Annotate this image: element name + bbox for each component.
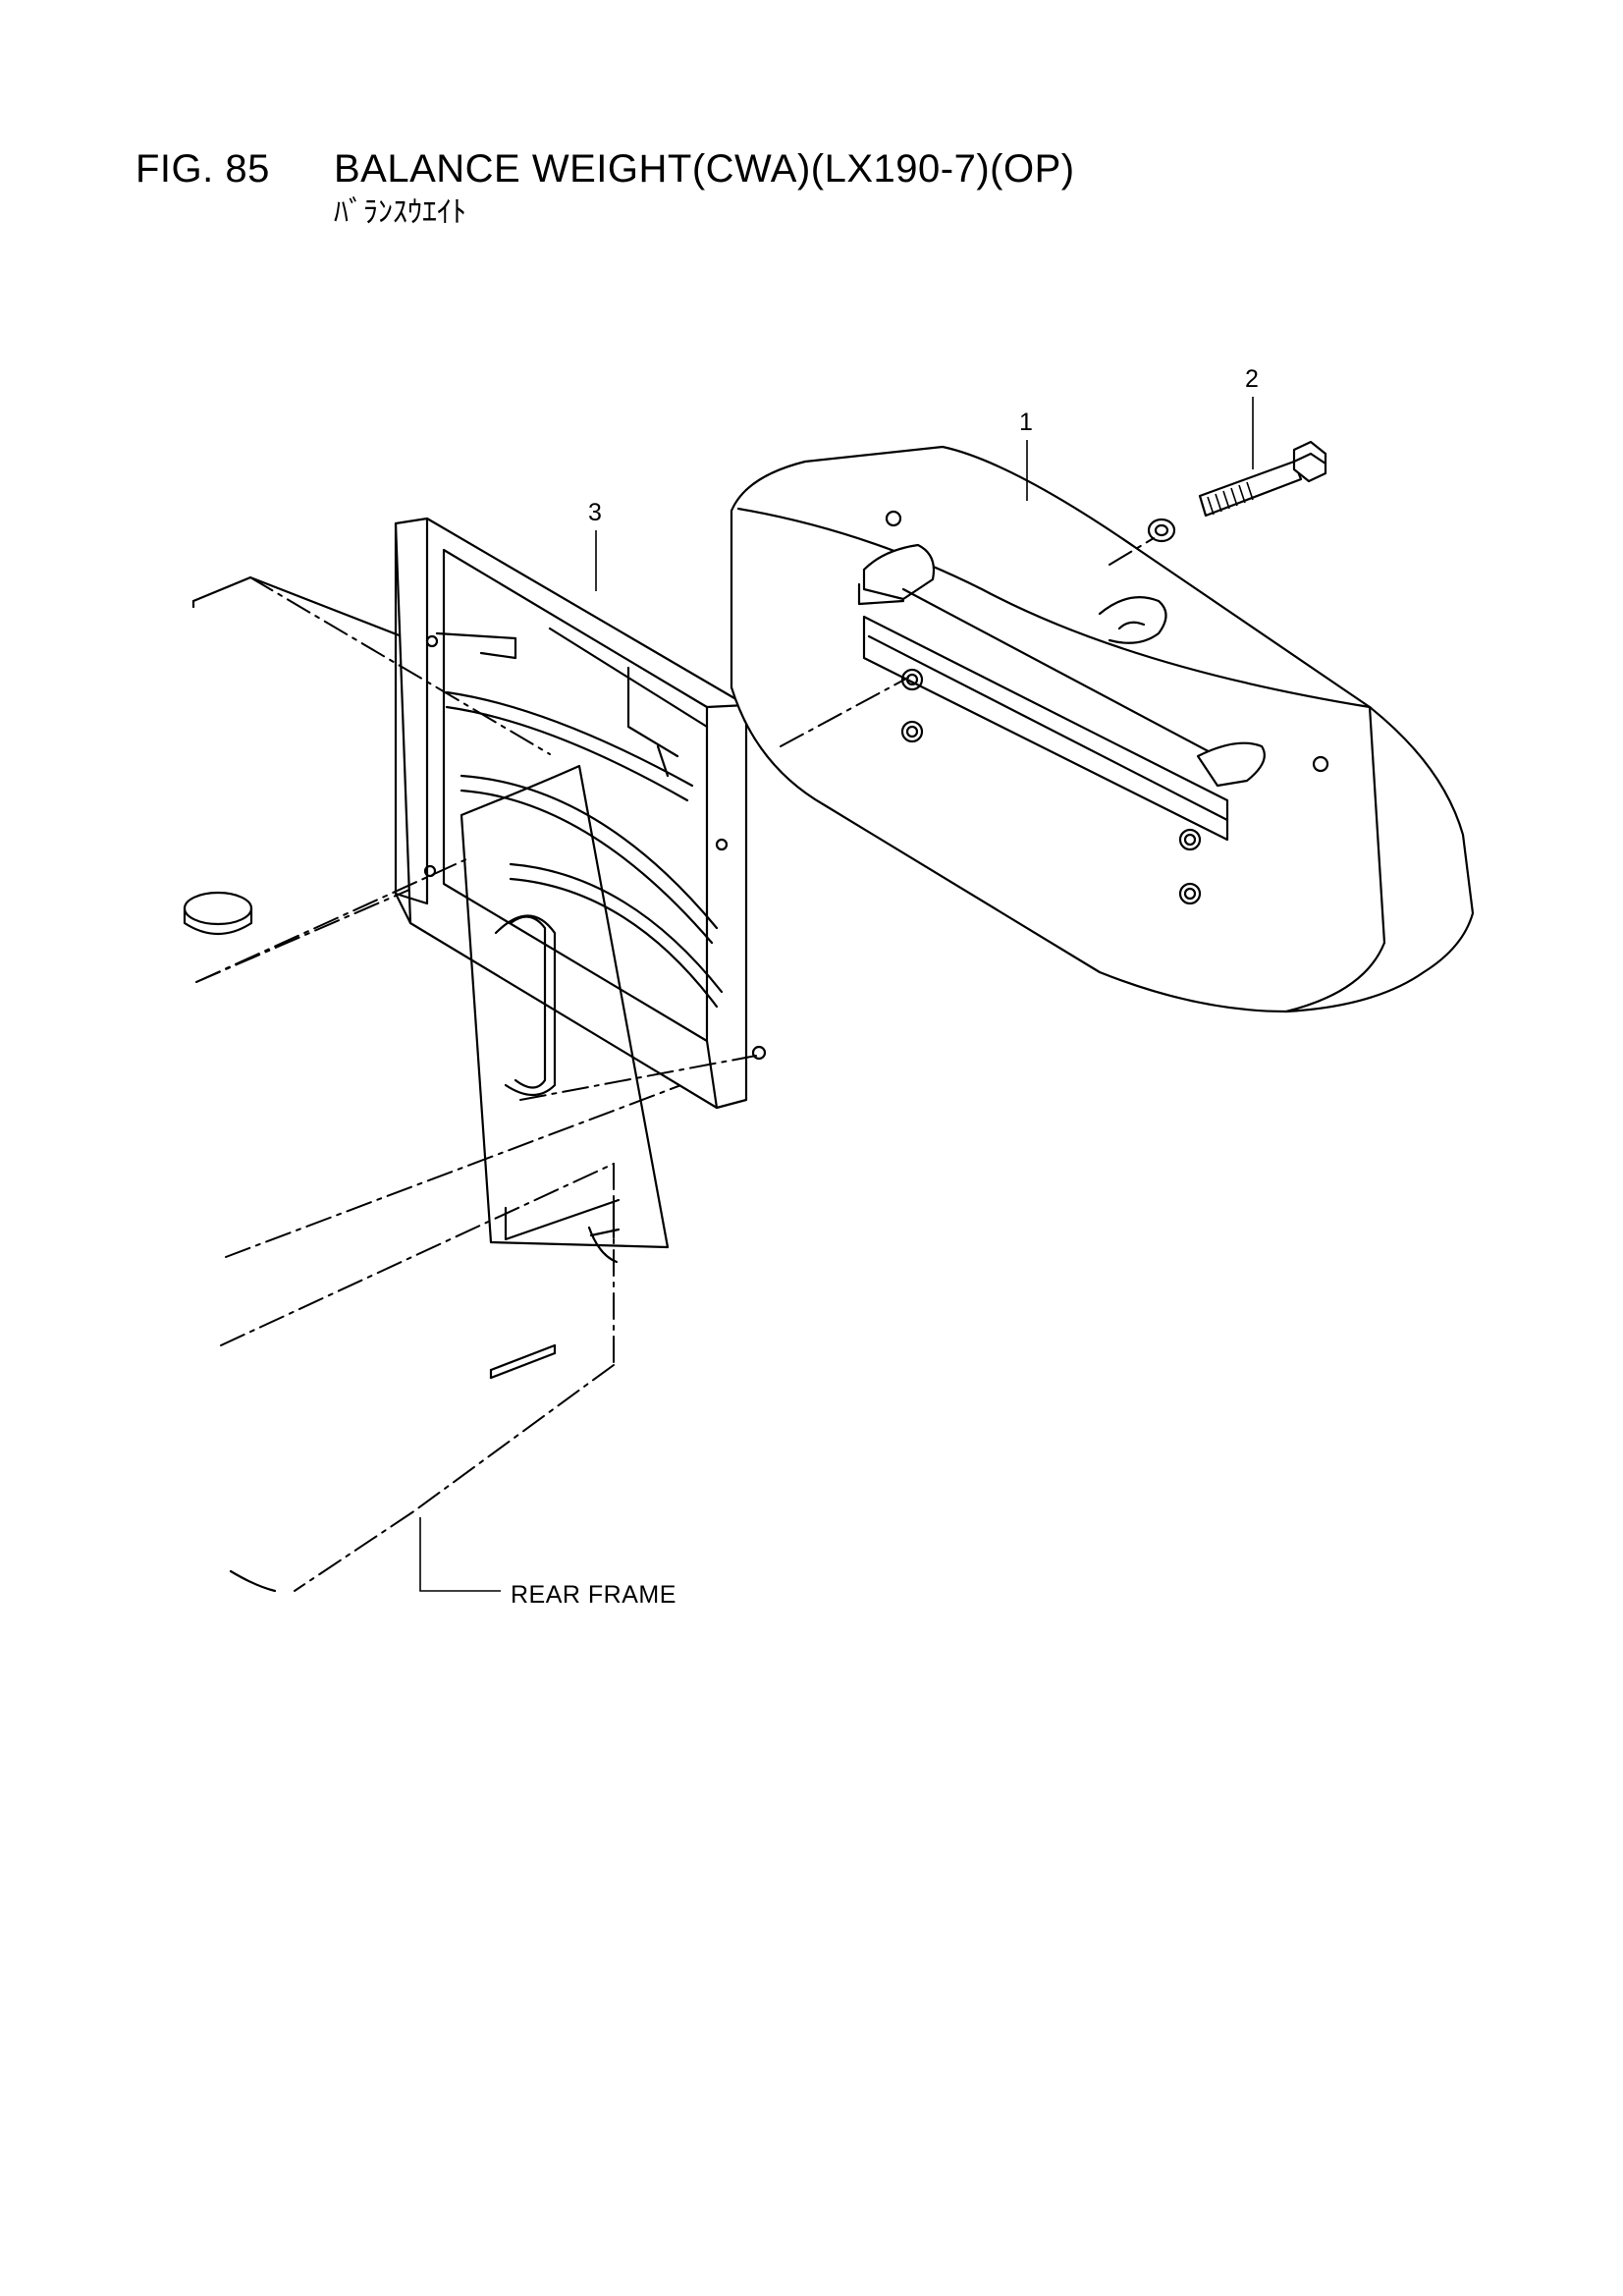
rear-frame-leader — [419, 1517, 501, 1592]
figure-title: BALANCE WEIGHT(CWA)(LX190-7)(OP) — [334, 147, 1075, 191]
callout-3: 3 — [588, 499, 602, 591]
callout-2-number: 2 — [1245, 365, 1259, 393]
item-2-bolt — [1147, 440, 1327, 543]
callout-3-number: 3 — [588, 499, 602, 526]
callout-2: 2 — [1245, 365, 1259, 469]
assembly-lines — [195, 537, 1155, 1101]
item-3-mounting-plate — [394, 517, 767, 1249]
figure-number: FIG. 85 — [135, 147, 270, 191]
figure-subtitle: ﾊﾞﾗﾝｽｳｴｲﾄ — [334, 195, 466, 230]
rear-frame-label: REAR FRAME — [511, 1581, 676, 1609]
callout-1-number: 1 — [1019, 409, 1033, 436]
item-1-balance-weight — [730, 445, 1475, 1013]
callout-1: 1 — [1019, 409, 1033, 501]
